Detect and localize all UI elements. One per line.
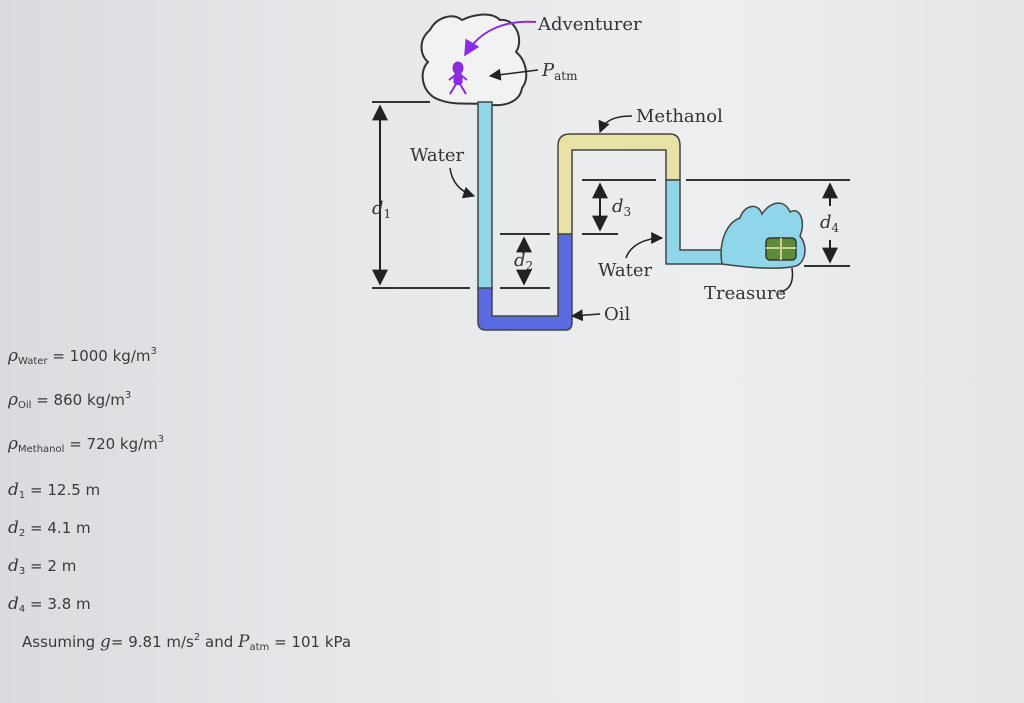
d2-label: d2 xyxy=(514,250,533,273)
d1-line: d1 = 12.5 m xyxy=(8,480,101,501)
rho-water-line: ρWater = 1000 kg/m3 xyxy=(8,346,157,367)
adventurer-label: Adventurer xyxy=(537,14,642,35)
methanol-pointer xyxy=(598,115,633,134)
patm-pointer xyxy=(488,68,539,81)
d4-line: d4 = 3.8 m xyxy=(8,594,91,615)
water-right-pointer xyxy=(625,232,664,259)
d4-label: d4 xyxy=(820,212,840,235)
rho-methanol-line: ρMethanol = 720 kg/m3 xyxy=(8,434,165,455)
rho-oil-line: ρOil = 860 kg/m3 xyxy=(8,390,132,411)
water-left-label: Water xyxy=(410,145,465,166)
methanol-label: Methanol xyxy=(636,106,723,127)
d3-label: d3 xyxy=(612,196,631,219)
treasure-chest xyxy=(765,237,797,261)
d1-label: d1 xyxy=(372,198,391,221)
cave-outline xyxy=(420,13,528,107)
assumption-line: Assuming g= 9.81 m/s2 and Patm = 101 kPa xyxy=(22,632,352,653)
adventurer-pointer xyxy=(464,20,537,57)
water-left-pointer xyxy=(449,167,476,199)
adventurer-figure xyxy=(448,61,468,95)
methanol-bend xyxy=(557,133,681,235)
treasure-pointer xyxy=(779,267,794,293)
d2-line: d2 = 4.1 m xyxy=(8,518,91,539)
water-right-label: Water xyxy=(598,260,653,281)
treasure-label: Treasure xyxy=(704,283,786,304)
d3-line: d3 = 2 m xyxy=(8,556,77,577)
patm-label: Patm xyxy=(541,60,578,83)
oil-label: Oil xyxy=(604,304,631,325)
oil-pointer xyxy=(570,309,601,322)
water-column-left xyxy=(477,101,493,291)
